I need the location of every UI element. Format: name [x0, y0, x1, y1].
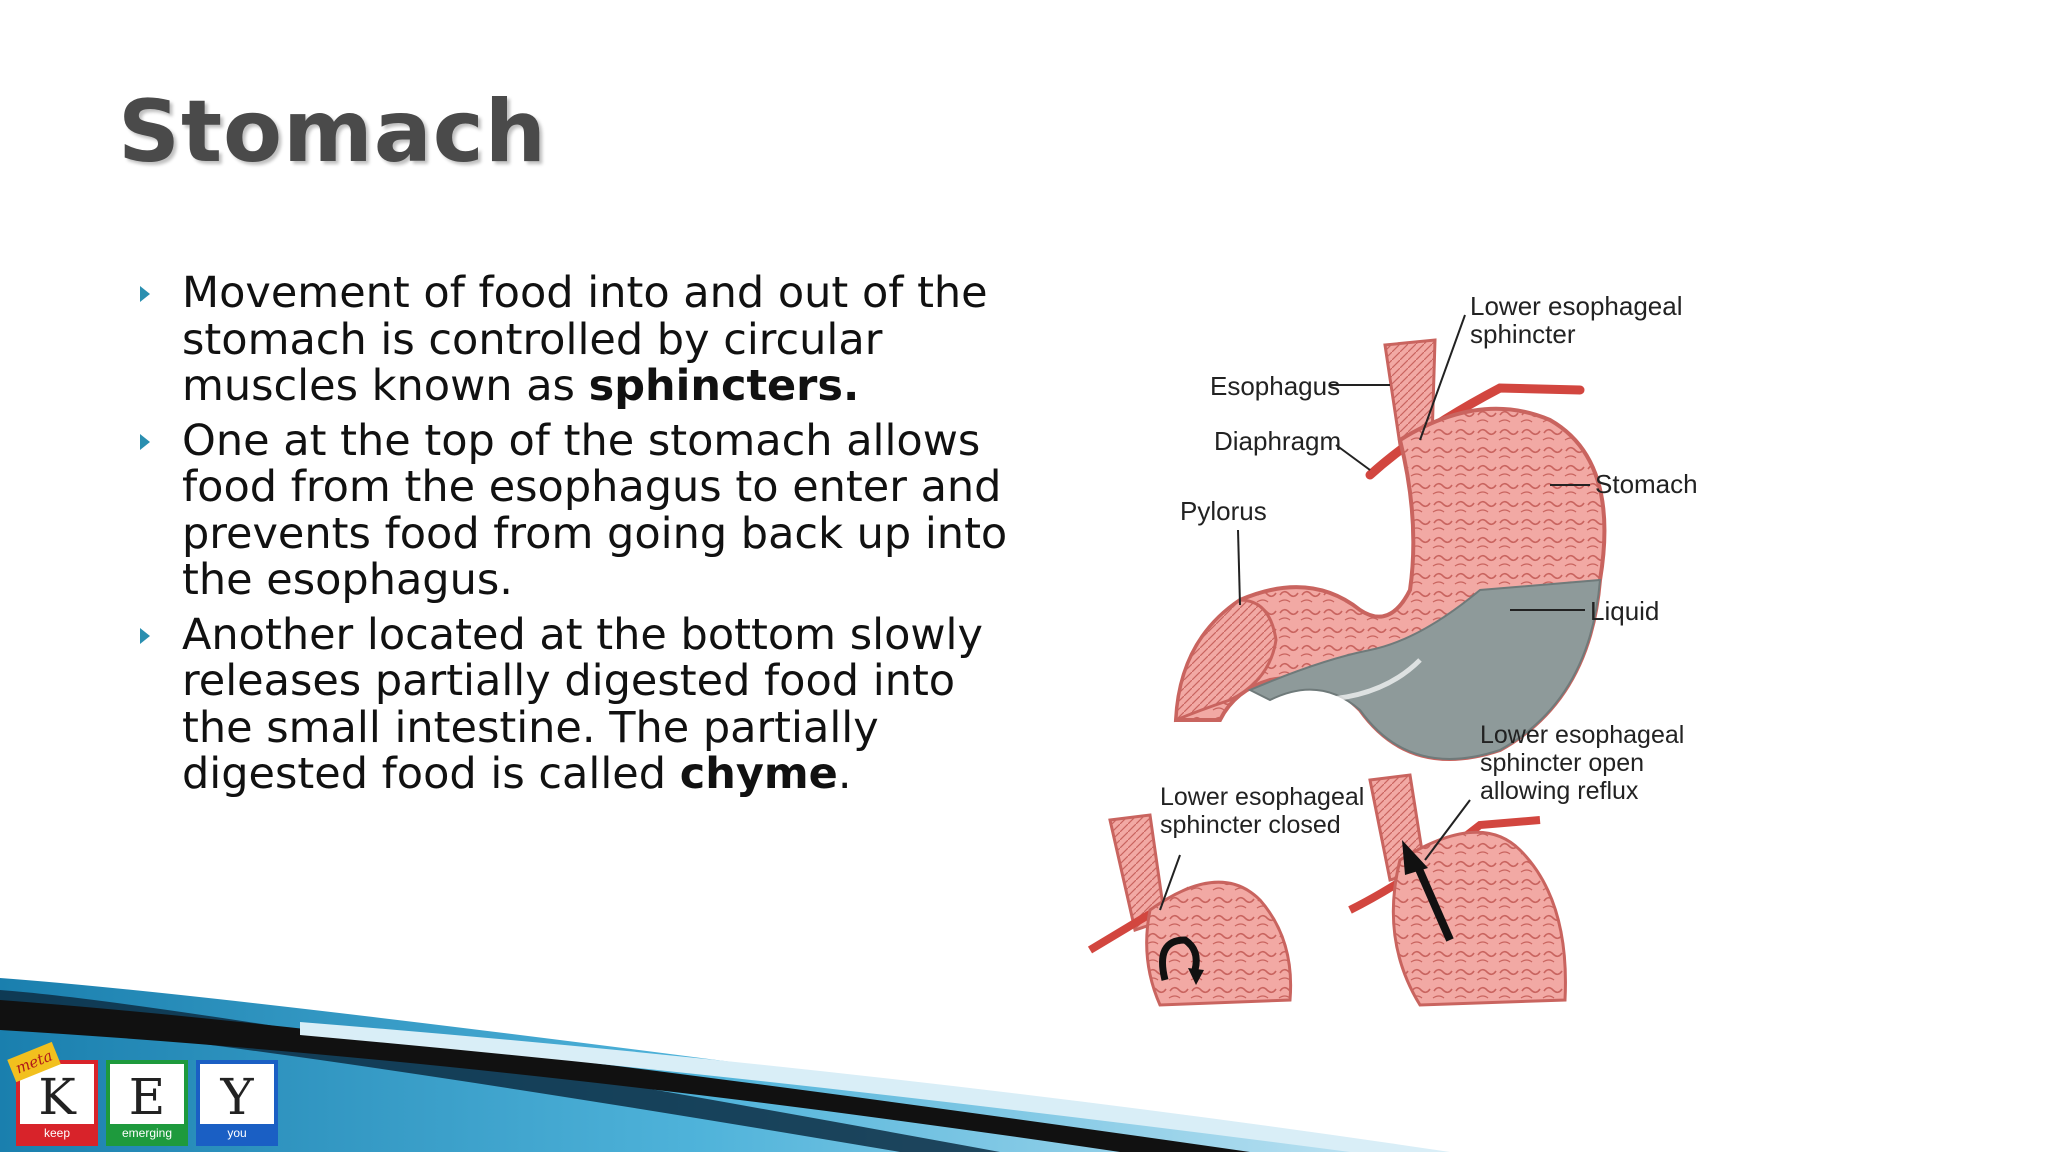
closed-stomach: [1145, 880, 1293, 1007]
bullet-item: Movement of food into and out of the sto…: [136, 270, 1036, 410]
label-open-line1: Lower esophageal: [1480, 721, 1684, 749]
logo-word: keep: [20, 1124, 94, 1142]
closed-arrow-icon: [1159, 936, 1200, 981]
label-liquid: Liquid: [1590, 596, 1659, 626]
logo-letter: K: [38, 1068, 76, 1126]
bullet-bold-term: sphincters.: [588, 361, 860, 411]
label-les-line2: sphincter: [1470, 319, 1576, 349]
bullet-text: Another located at the bottom slowly rel…: [182, 609, 983, 799]
logo-box-y: Y you: [196, 1060, 278, 1146]
label-open-line3: allowing reflux: [1480, 777, 1639, 805]
stomach-diagram: Lower esophageal sphincter Esophagus Dia…: [1087, 291, 1698, 1007]
footer-swoosh: [0, 978, 1450, 1152]
logo-letter: E: [128, 1068, 166, 1126]
label-esophagus: Esophagus: [1210, 371, 1340, 401]
bullet-item: One at the top of the stomach allows foo…: [136, 415, 1036, 605]
logo-box-e: E emerging: [106, 1060, 188, 1146]
label-closed-line2: sphincter closed: [1160, 811, 1341, 839]
logo-word: emerging: [110, 1124, 184, 1142]
logo-word: you: [200, 1124, 274, 1142]
reflux-arrow-icon: [1411, 858, 1454, 942]
slide-title: Stomach: [118, 82, 547, 182]
bullet-text: Movement of food into and out of the sto…: [182, 268, 988, 411]
label-les-line1: Lower esophageal: [1470, 291, 1683, 321]
logo-box-k: K keep: [16, 1060, 98, 1146]
bullet-arrow-icon: [140, 627, 150, 644]
open-stomach: [1391, 830, 1567, 1007]
bullet-text: One at the top of the stomach allows foo…: [182, 415, 1008, 605]
bullet-text-tail: .: [837, 749, 852, 799]
label-open-line2: sphincter open: [1480, 749, 1644, 777]
liquid-region: [1247, 578, 1602, 760]
bullet-list: Movement of food into and out of the sto…: [136, 270, 1036, 806]
label-pylorus: Pylorus: [1180, 496, 1267, 526]
pylorus-region: [1174, 598, 1278, 723]
label-closed-line1: Lower esophageal: [1160, 783, 1364, 811]
bullet-bold-term: chyme: [679, 749, 838, 799]
label-stomach: Stomach: [1595, 469, 1698, 499]
bullet-item: Another located at the bottom slowly rel…: [136, 609, 1036, 799]
bullet-arrow-icon: [140, 433, 150, 450]
label-diaphragm: Diaphragm: [1214, 426, 1341, 456]
logo-letter: Y: [220, 1068, 254, 1126]
kemy-logo: K keep E emerging Y you meta: [7, 1041, 288, 1150]
bullet-arrow-icon: [140, 286, 150, 302]
